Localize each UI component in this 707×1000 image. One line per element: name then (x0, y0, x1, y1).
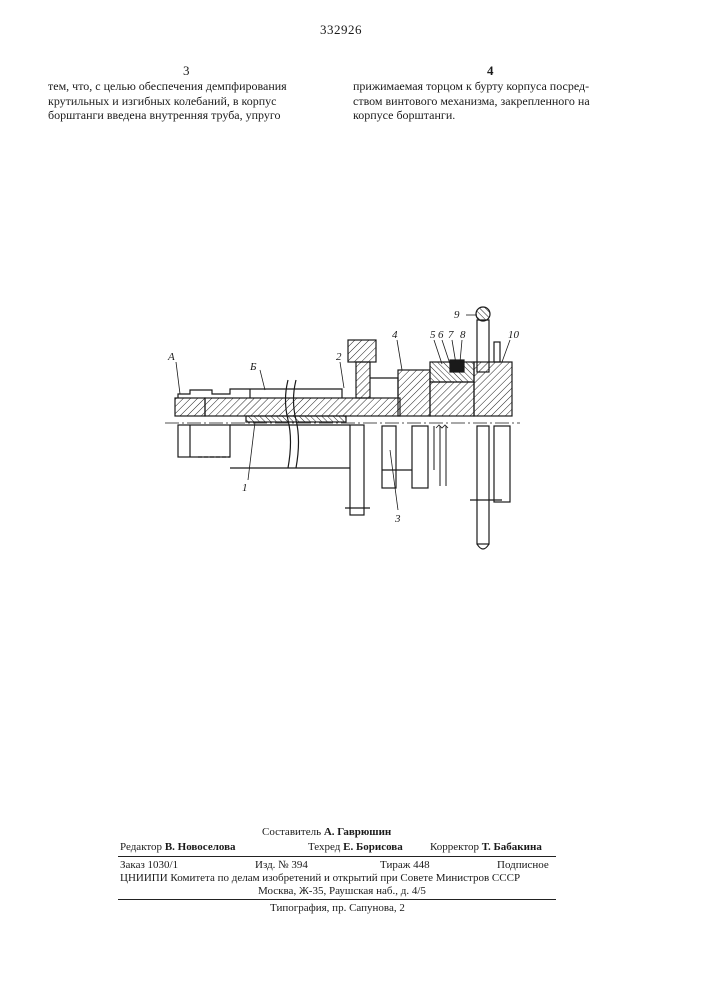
organization-line: ЦНИИПИ Комитета по делам изобретений и о… (120, 872, 520, 885)
figure-label-b: Б (249, 361, 257, 373)
left-line: крутильных и изгибных колебаний, в корпу… (48, 94, 316, 109)
shank-upper-steps (178, 389, 250, 398)
subscription: Подписное (497, 859, 549, 872)
body-wall-hatched (205, 398, 400, 416)
body-upper-edge (250, 389, 342, 398)
break-line-2 (294, 380, 299, 468)
figure-label-7: 7 (448, 329, 454, 341)
circulation: Тираж 448 (380, 859, 430, 872)
corrector-label: Корректор (430, 841, 479, 853)
left-line: тем, что, с целью обеспечения демпфирова… (48, 79, 316, 94)
figure-label-9: 9 (454, 309, 460, 321)
figure-label-a: А (167, 351, 175, 363)
screw-housing-hatched (430, 382, 474, 416)
collar-outline (370, 378, 398, 398)
figure-label-8: 8 (460, 329, 466, 341)
address-line: Москва, Ж-35, Раушская наб., д. 4/5 (258, 885, 426, 898)
compiler-line: Составитель А. Гаврюшин (262, 826, 391, 839)
figure-label-5: 5 (430, 329, 436, 341)
spring-lines (434, 426, 446, 486)
flange-neck-hatched (356, 362, 370, 398)
right-line: ством винтового механизма, закрепленного… (353, 94, 629, 109)
figure-label-10: 10 (508, 329, 520, 341)
corrector-line: Корректор Т. Бабакина (430, 841, 542, 854)
editor-label: Редактор (120, 841, 162, 853)
editor-line: Редактор В. Новоселова (120, 841, 236, 854)
screw-head (450, 360, 464, 372)
techred-line: Техред Е. Борисова (308, 841, 403, 854)
figure-label-4: 4 (392, 329, 398, 341)
flange-lower (350, 425, 364, 515)
part3-block-2 (412, 426, 428, 488)
column-number-right: 4 (487, 63, 494, 79)
patent-number: 332926 (320, 22, 362, 38)
right-line: корпусе борштанги. (353, 108, 629, 123)
shank-lower-body (178, 425, 230, 457)
compiler-label: Составитель (262, 826, 321, 838)
printer-line: Типография, пр. Сапунова, 2 (270, 902, 405, 915)
break-line-1 (286, 380, 291, 468)
column-number-left: 3 (183, 63, 190, 79)
techred-label: Техред (308, 841, 340, 853)
figure-label-6: 6 (438, 329, 444, 341)
end-cap-pin (494, 342, 500, 362)
compiler-name: А. Гаврюшин (324, 826, 391, 838)
right-text-column: прижимаемая торцом к бурту корпуса посре… (353, 79, 629, 123)
figure-label-3: 3 (394, 513, 401, 525)
end-cap-hatched (474, 362, 512, 416)
flange-top-hatched (348, 340, 376, 362)
divider-bottom (118, 899, 556, 900)
divider-top (118, 856, 556, 857)
lever-knob (476, 307, 490, 321)
order-number: Заказ 1030/1 (120, 859, 178, 872)
editor-name: В. Новоселова (165, 841, 236, 853)
lever-lower (477, 426, 489, 544)
left-line: борштанги введена внутренняя труба, упру… (48, 108, 316, 123)
end-cap-lower (494, 426, 510, 502)
boring-bar-drawing: А Б 1 2 3 4 5 6 7 8 9 10 (150, 290, 540, 580)
techred-name: Е. Борисова (343, 841, 403, 853)
shank-end-hatched (175, 398, 205, 416)
left-text-column: тем, что, с целью обеспечения демпфирова… (48, 79, 316, 123)
right-line: прижимаемая торцом к бурту корпуса посре… (353, 79, 629, 94)
figure-label-1: 1 (242, 482, 248, 494)
part4-hatched (398, 370, 430, 416)
corrector-name: Т. Бабакина (482, 841, 542, 853)
figure-label-2: 2 (336, 351, 342, 363)
lever-bottom (477, 544, 489, 549)
publication-number: Изд. № 394 (255, 859, 308, 872)
